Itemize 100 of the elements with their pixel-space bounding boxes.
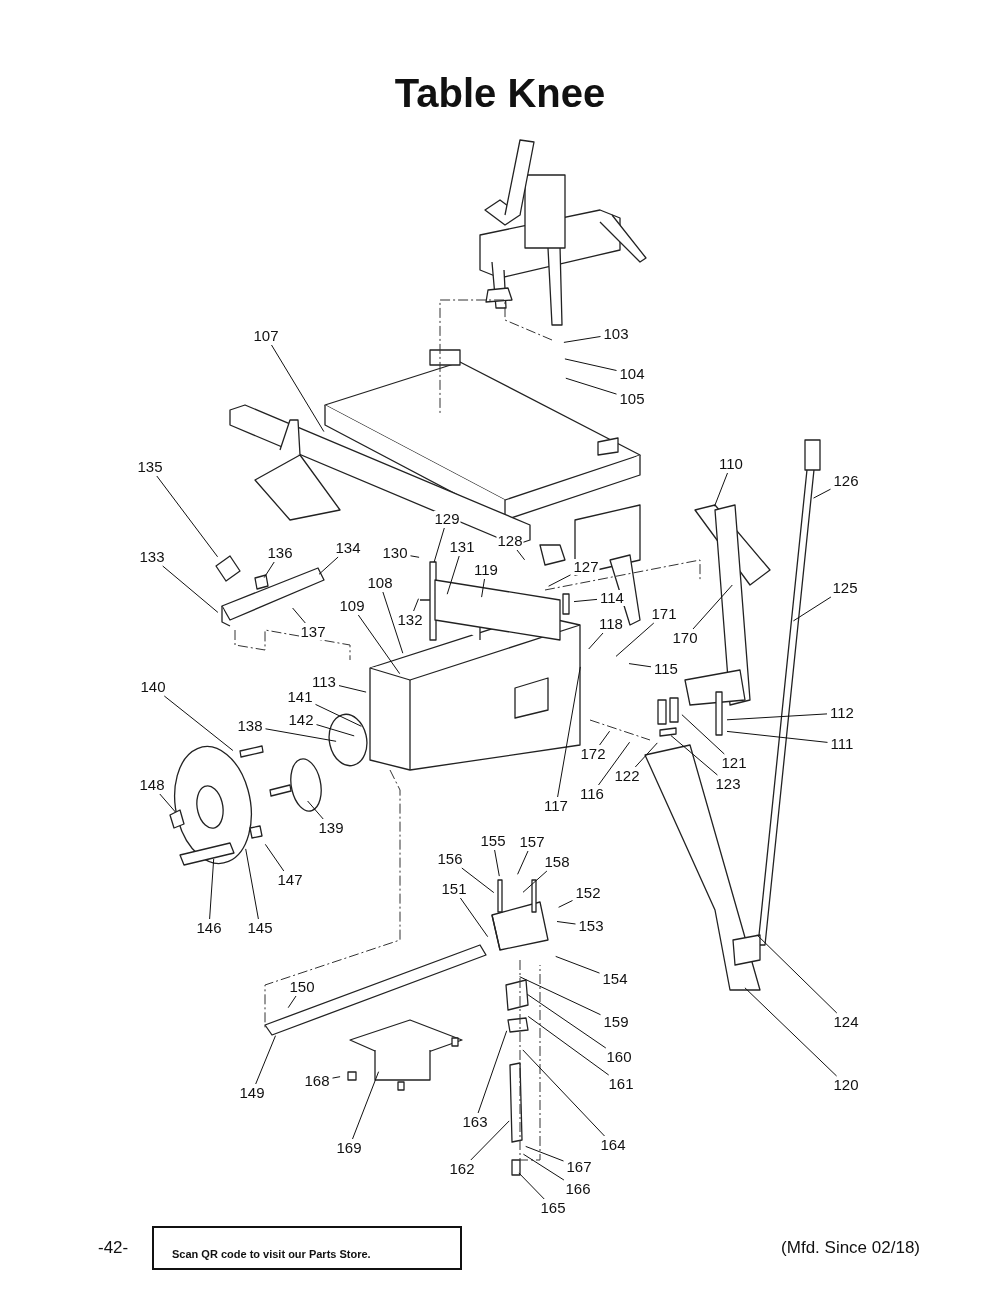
- leader-line: [628, 663, 652, 668]
- callout-number: 171: [650, 606, 678, 622]
- leader-line: [459, 897, 489, 938]
- leader-line: [813, 488, 831, 499]
- leader-line: [265, 728, 337, 742]
- leader-line: [792, 596, 832, 622]
- callout-number: 125: [831, 580, 859, 596]
- leader-line: [357, 614, 401, 675]
- callout-number: 142: [287, 712, 315, 728]
- callout-number: 147: [276, 872, 304, 888]
- leader-line: [692, 584, 733, 630]
- callout-number: 151: [440, 881, 468, 897]
- callout-number: 103: [602, 326, 630, 342]
- callout-number: 164: [599, 1137, 627, 1153]
- leader-line: [598, 741, 631, 786]
- callout-number: 158: [543, 854, 571, 870]
- leader-line: [410, 555, 420, 558]
- callout-number: 116: [579, 786, 605, 802]
- callout-number: 149: [238, 1085, 266, 1101]
- leader-line: [287, 995, 297, 1009]
- callout-number: 150: [288, 979, 316, 995]
- callout-number: 157: [518, 834, 546, 850]
- leader-line: [263, 561, 275, 579]
- callout-number: 121: [720, 755, 748, 771]
- callout-number: 132: [396, 612, 424, 628]
- leader-line: [163, 695, 234, 751]
- leader-line: [516, 549, 526, 561]
- store-note: Scan QR code to visit our Parts Store.: [152, 1226, 462, 1270]
- callout-number: 133: [138, 549, 166, 565]
- callout-number: 124: [832, 1014, 860, 1030]
- leader-line: [726, 730, 828, 743]
- leader-line: [494, 849, 500, 877]
- callout-number: 161: [607, 1076, 635, 1092]
- callout-number: 172: [579, 746, 607, 762]
- callout-number: 129: [433, 511, 461, 527]
- leader-line: [525, 1145, 564, 1162]
- callout-number: 108: [366, 575, 394, 591]
- leader-line: [433, 527, 445, 563]
- leader-line: [292, 607, 306, 624]
- leader-line: [481, 578, 485, 598]
- callout-number: 123: [714, 776, 742, 792]
- leader-line: [522, 1049, 605, 1137]
- callout-number: 114: [599, 590, 625, 606]
- callout-number: 159: [602, 1014, 630, 1030]
- leader-line: [519, 976, 601, 1016]
- callout-number: 131: [448, 539, 476, 555]
- leader-line: [744, 987, 838, 1077]
- leader-line: [316, 724, 355, 737]
- callout-number: 126: [832, 473, 860, 489]
- leader-line: [548, 574, 571, 587]
- leader-line: [318, 556, 339, 575]
- leader-line: [714, 472, 728, 507]
- callout-number: 152: [574, 885, 602, 901]
- leader-line: [563, 336, 601, 343]
- callout-number: 155: [479, 833, 507, 849]
- leader-line: [557, 666, 581, 798]
- callout-number: 110: [718, 456, 744, 472]
- leader-line: [518, 1172, 545, 1200]
- callout-number: 104: [618, 366, 646, 382]
- callout-number: 112: [829, 705, 855, 721]
- leader-line: [307, 800, 324, 820]
- leader-line: [670, 735, 718, 776]
- callout-number: 145: [246, 920, 274, 936]
- leader-line: [517, 850, 529, 875]
- callout-number: 122: [613, 768, 641, 784]
- callout-number: 170: [671, 630, 699, 646]
- callout-number: 117: [543, 798, 569, 814]
- callout-number: 140: [139, 679, 167, 695]
- callout-number: 128: [496, 533, 524, 549]
- page-number: -42-: [98, 1238, 129, 1258]
- callout-number: 165: [539, 1200, 567, 1216]
- callout-number: 153: [577, 918, 605, 934]
- leader-line: [726, 713, 828, 721]
- page-title: Table Knee: [393, 70, 607, 116]
- leader-line: [159, 793, 176, 813]
- leader-line: [681, 714, 725, 755]
- callout-number: 113: [311, 674, 337, 690]
- callout-number: 141: [286, 689, 314, 705]
- leader-line: [245, 848, 259, 920]
- leader-line: [255, 1035, 276, 1085]
- callout-number: 135: [136, 459, 164, 475]
- callout-number: 138: [236, 718, 264, 734]
- callout-number: 109: [338, 598, 366, 614]
- callout-number: 137: [299, 624, 327, 640]
- leader-line: [522, 870, 548, 893]
- leader-line: [556, 921, 576, 925]
- leader-line: [315, 703, 362, 727]
- callout-number: 115: [653, 661, 679, 677]
- leader-line: [209, 858, 215, 920]
- callout-number: 167: [565, 1159, 593, 1175]
- leader-line: [588, 632, 604, 650]
- leader-line: [599, 730, 611, 746]
- callout-number: 136: [266, 545, 294, 561]
- callout-number: 139: [317, 820, 345, 836]
- leader-line: [615, 622, 655, 657]
- model-note: (Mfd. Since 02/18): [781, 1238, 920, 1258]
- callout-number: 119: [473, 562, 499, 578]
- callout-number: 111: [829, 736, 855, 752]
- leader-line: [162, 565, 219, 613]
- callout-number: 154: [601, 971, 629, 987]
